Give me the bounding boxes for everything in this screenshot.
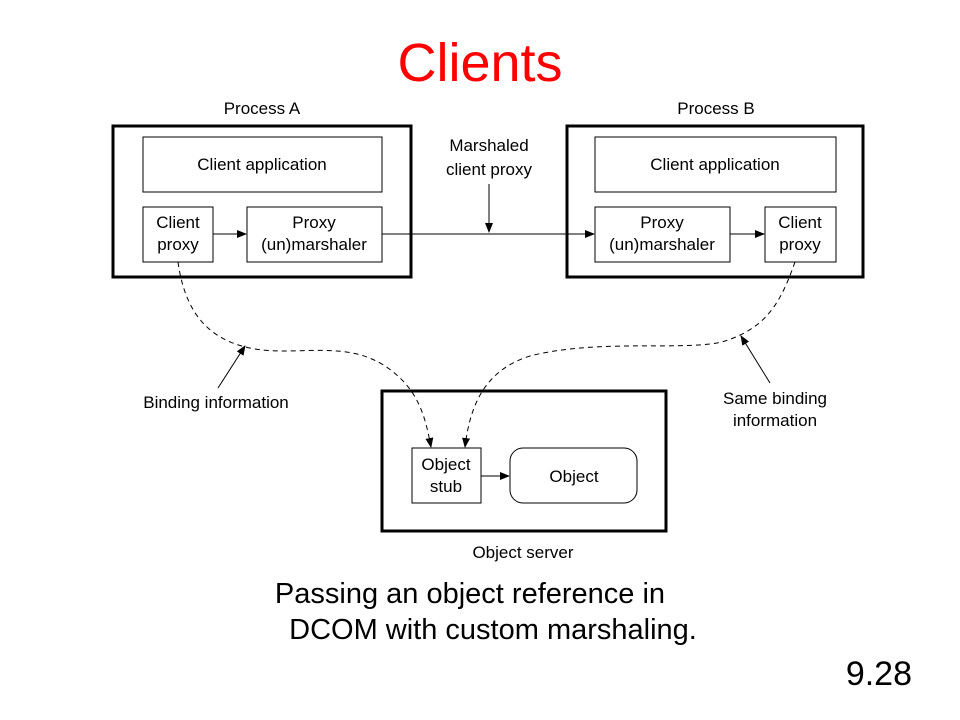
process-b-client-proxy-label-2: proxy (779, 235, 821, 254)
same-binding-information-label-2: information (733, 411, 817, 430)
process-b-box (565, 124, 865, 279)
process-b-client-application-label: Client application (650, 155, 779, 174)
process-b-client-proxy-label-1: Client (778, 213, 822, 232)
object-stub-label-1: Object (421, 455, 470, 474)
process-b-proxy-unmarshaler-label-2: (un)marshaler (609, 235, 715, 254)
process-a-box (111, 124, 413, 279)
caption-line-2: DCOM with custom marshaling. (289, 614, 697, 646)
same-binding-information-pointer-arrow (740, 335, 771, 384)
slide-title: Clients (397, 33, 563, 93)
process-a-client-proxy-label-2: proxy (157, 235, 199, 254)
object-stub-label-2: stub (430, 477, 462, 496)
marshaled-client-proxy-label-1: Marshaled (449, 136, 528, 155)
process-b-client-application-box (594, 136, 837, 193)
same-binding-information-label-1: Same binding (723, 389, 827, 408)
process-a-proxy-unmarshaler-label-1: Proxy (292, 213, 336, 232)
binding-information-label: Binding information (143, 393, 289, 412)
caption-line-1: Passing an object reference in (274, 578, 666, 610)
binding-path-b-to-stub (462, 261, 796, 448)
process-b-proxy-unmarshaler-label-1: Proxy (640, 213, 684, 232)
process-a-client-application-label: Client application (197, 155, 326, 174)
object-label: Object (549, 467, 598, 486)
object-box (509, 447, 638, 504)
marshaled-client-proxy-label-2: client proxy (446, 160, 532, 179)
process-a-label: Process A (224, 99, 301, 118)
binding-path-a-to-stub (177, 261, 434, 448)
slide-number: 9.28 (845, 655, 912, 693)
process-b-client-proxy-box (764, 206, 837, 263)
process-a-proxy-unmarshaler-label-2: (un)marshaler (261, 235, 367, 254)
binding-information-pointer-arrow (217, 345, 246, 389)
process-a-client-application-box (142, 136, 383, 193)
process-a-client-proxy-label-1: Client (156, 213, 200, 232)
object-server-label: Object server (472, 543, 573, 562)
process-b-label: Process B (677, 99, 754, 118)
object-server-box (380, 389, 668, 533)
